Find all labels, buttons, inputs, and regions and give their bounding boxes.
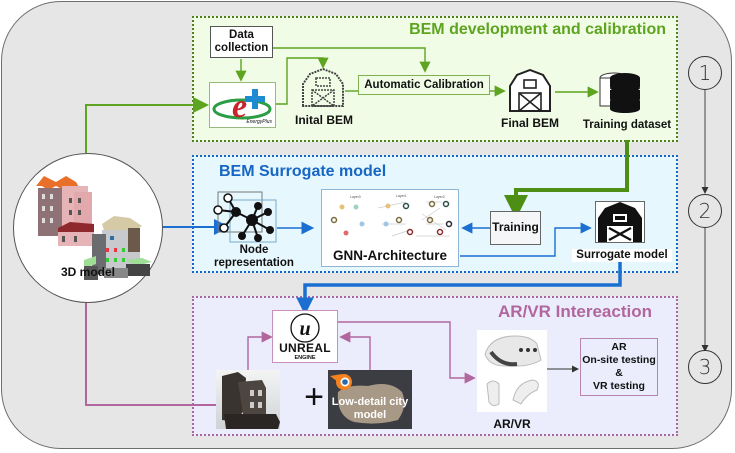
label-testing-onsite: On-site testing xyxy=(582,354,656,366)
label-gnn-architecture: GNN-Architecture xyxy=(332,248,448,263)
step-1-marker: 1 xyxy=(688,56,722,90)
node-3d-model: 3D model xyxy=(13,153,163,303)
initial-bem-barn-icon xyxy=(302,68,344,107)
node-representation-graph-icon xyxy=(213,191,277,243)
label-testing-vr: VR testing xyxy=(593,380,645,392)
surrogate-barn-icon xyxy=(598,202,642,242)
section-title-bem-development: BEM development and calibration xyxy=(409,21,666,38)
node-testing: AR On-site testing & VR testing xyxy=(580,338,658,396)
edge-gnn-surrogate xyxy=(460,222,592,257)
edge-dataset-training xyxy=(504,140,629,219)
label-final-bem: Final BEM xyxy=(500,116,559,130)
step-2-marker: 2 xyxy=(688,194,722,228)
label-3d-model: 3D model xyxy=(60,265,115,279)
blender-city-icon xyxy=(330,374,405,424)
node-gnn-architecture: Layer0 Layer1 Layer2 GNN-Architecture xyxy=(321,189,459,267)
node-energyplus: e EnergyPlus xyxy=(209,82,276,128)
node-automatic-calibration: Automatic Calibration xyxy=(358,75,490,95)
edge-data-calibration xyxy=(270,47,431,73)
label-surrogate-model: Surrogate model xyxy=(572,249,672,263)
svg-text:u: u xyxy=(299,318,310,340)
gnn-layer-label: Layer0 xyxy=(350,195,361,199)
label-node-representation-text: Node representation xyxy=(214,244,294,270)
energyplus-caption: EnergyPlus xyxy=(246,119,272,126)
buildings-3d-icon xyxy=(36,176,152,280)
final-bem-barn-icon xyxy=(509,69,551,112)
database-icon xyxy=(599,72,640,113)
edge-unreal-arvr xyxy=(337,321,476,384)
svg-text:e: e xyxy=(232,88,247,125)
node-data-collection: Data collection xyxy=(210,26,273,58)
section-title-surrogate: BEM Surrogate model xyxy=(219,163,387,180)
ar-vr-headset-image xyxy=(477,330,547,412)
label-node-representation: Node representation xyxy=(206,244,302,270)
edge-energyplus-initialbem xyxy=(276,57,329,105)
node-unreal-engine: u UNREAL ENGINE xyxy=(272,310,338,363)
gnn-layer-label: Layer2 xyxy=(434,195,445,199)
city-model-image: Low-detail city model xyxy=(328,370,412,429)
edge-building-unreal xyxy=(247,331,273,370)
edge-surrogate-unreal xyxy=(296,262,622,315)
building-photo xyxy=(216,370,280,429)
label-low-detail-city: Low-detail city model xyxy=(331,396,409,421)
label-data-collection: Data collection xyxy=(214,29,269,55)
node-training: Training xyxy=(490,211,541,245)
edge-3dmodel-energyplus xyxy=(85,97,209,153)
step-3-marker: 3 xyxy=(688,350,722,384)
label-unreal: UNREAL xyxy=(279,341,331,355)
label-training-dataset: Training dataset xyxy=(582,119,672,131)
gnn-layers-icon: Layer0 Layer1 Layer2 xyxy=(330,194,453,237)
edge-city-unreal xyxy=(339,331,371,370)
label-ar-vr: AR/VR xyxy=(493,417,531,431)
gnn-layer-label: Layer1 xyxy=(396,194,407,198)
building-model-icon xyxy=(222,372,280,429)
unreal-logo-icon: u xyxy=(290,313,320,343)
section-title-ar-vr: AR/VR Intereaction xyxy=(498,302,652,321)
label-training: Training xyxy=(492,220,539,234)
label-automatic-calibration: Automatic Calibration xyxy=(364,79,484,91)
vr-headset-icon xyxy=(484,335,542,407)
node-surrogate-model xyxy=(595,201,645,243)
plus-sign: + xyxy=(304,378,324,416)
label-engine: ENGINE xyxy=(294,355,316,361)
label-testing-ar: AR xyxy=(611,341,627,353)
edge-3dmodel-building xyxy=(85,300,216,406)
label-testing-and: & xyxy=(615,367,623,379)
label-initial-bem: Inital BEM xyxy=(294,113,353,127)
energyplus-logo-icon: e xyxy=(212,88,272,125)
